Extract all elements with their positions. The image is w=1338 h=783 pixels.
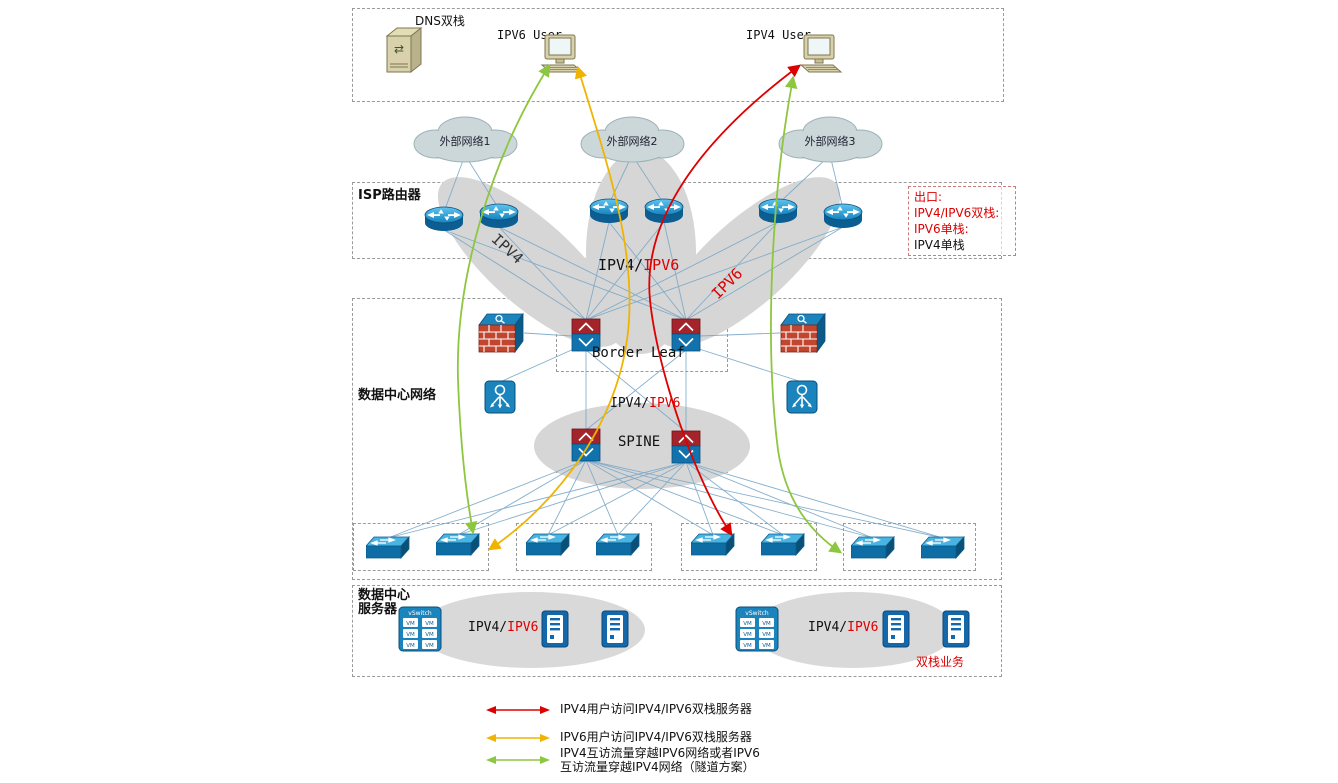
- isp-section-title: ISP路由器: [358, 188, 421, 203]
- server-icon-3: [882, 610, 910, 648]
- blob-label-ipv4-part: IPV4/: [598, 256, 644, 274]
- group1-ipv6-part: IPV6: [507, 620, 539, 635]
- leaf-switch-icon-6: [760, 532, 805, 557]
- ipv6-user-pc-icon: [538, 34, 584, 76]
- cloud-label: 外部网络3: [804, 135, 856, 148]
- spine-switch-icon-1: [571, 428, 601, 462]
- server-icon-2: [601, 610, 629, 648]
- vm-chip: VM: [762, 621, 771, 627]
- dns-server-icon: ⇄: [385, 26, 423, 74]
- group1-ipv4-part: IPV4/: [468, 620, 508, 635]
- leaf-switch-icon-8: [920, 535, 965, 560]
- leaf-switch-icon-2: [435, 532, 480, 557]
- vm-chip: VM: [762, 643, 771, 649]
- group2-ipv6-part: IPV6: [847, 620, 879, 635]
- servers-section-title: 数据中心 服务器: [358, 588, 411, 617]
- exit-legend-line2: IPV4/IPV6双栈:: [914, 206, 1000, 220]
- server-icon-4: [942, 610, 970, 648]
- spine-label: SPINE: [618, 434, 661, 450]
- vm-chip: VM: [406, 632, 415, 638]
- exit-legend-line4: IPV4单栈: [914, 238, 965, 252]
- server-group-1-label: IPV4/IPV6: [468, 620, 538, 635]
- external-network-3: 外部网络3: [771, 112, 889, 166]
- external-network-2: 外部网络2: [573, 112, 691, 166]
- firewall-icon-right: [779, 312, 827, 354]
- exit-legend-box: 出口: IPV4/IPV6双栈: IPV6单栈: IPV4单栈: [908, 186, 1016, 256]
- server-group-2-label: IPV4/IPV6: [808, 620, 878, 635]
- ipv4-user-label: IPV4 User: [746, 28, 812, 42]
- isp-router-icon-3: [589, 198, 629, 224]
- blob-label-ipv6-part: IPV6: [643, 256, 680, 274]
- leaf-switch-icon-1: [365, 535, 410, 560]
- isp-router-icon-2: [479, 203, 519, 229]
- dc-ipv4-part: IPV4/: [610, 396, 650, 411]
- vm-chip: VM: [743, 621, 752, 627]
- servers-section-box: [352, 585, 1002, 677]
- vm-chip: VM: [425, 643, 434, 649]
- isp-router-icon-6: [823, 203, 863, 229]
- legend-item-1: IPV4用户访问IPV4/IPV6双栈服务器: [560, 702, 752, 716]
- vm-chip: VM: [743, 632, 752, 638]
- dc-ipv4-ipv6-label: IPV4/IPV6: [610, 396, 680, 411]
- spine-switch-icon-2: [671, 430, 701, 464]
- legend-arrow-yellow: [486, 732, 550, 744]
- leaf-switch-icon-4: [595, 532, 640, 557]
- external-network-1: 外部网络1: [406, 112, 524, 166]
- leaf-switch-icon-5: [690, 532, 735, 557]
- blob-label-ipv6: IPV6: [708, 264, 747, 303]
- vm-chip: VM: [406, 621, 415, 627]
- vswitch-title: vSwitch: [408, 610, 432, 617]
- blob-label-ipv4-ipv6: IPV4/IPV6: [598, 256, 679, 274]
- cloud-label: 外部网络1: [439, 135, 491, 148]
- server-icon-1: [541, 610, 569, 648]
- leaf-switch-icon-7: [850, 535, 895, 560]
- exit-legend-line1: 出口:: [914, 190, 943, 204]
- isp-router-icon-1: [424, 206, 464, 232]
- border-leaf-label: Border Leaf: [592, 345, 685, 361]
- exit-legend-line3: IPV6单栈:: [914, 222, 969, 236]
- load-balancer-icon-left: [484, 380, 516, 414]
- isp-router-icon-5: [758, 198, 798, 224]
- ipv4-user-pc-icon: [797, 34, 843, 76]
- group2-ipv4-part: IPV4/: [808, 620, 848, 635]
- leaf-switch-icon-3: [525, 532, 570, 557]
- legend-item-2: IPV6用户访问IPV4/IPV6双栈服务器: [560, 730, 752, 744]
- dc-section-title: 数据中心网络: [358, 388, 437, 403]
- vswitch-title: vSwitch: [745, 610, 769, 617]
- vm-chip: VM: [425, 632, 434, 638]
- load-balancer-icon-right: [786, 380, 818, 414]
- cloud-label: 外部网络2: [606, 135, 658, 148]
- dns-label: DNS双栈: [415, 14, 465, 28]
- legend-arrow-red: [486, 704, 550, 716]
- dc-ipv6-part: IPV6: [649, 396, 681, 411]
- vm-chip: VM: [425, 621, 434, 627]
- legend-arrow-green: [486, 754, 550, 766]
- vm-chip: VM: [762, 632, 771, 638]
- isp-router-icon-4: [644, 198, 684, 224]
- vm-chip: VM: [743, 643, 752, 649]
- firewall-icon-left: [477, 312, 525, 354]
- svg-text:⇄: ⇄: [394, 42, 404, 56]
- vm-chip: VM: [406, 643, 415, 649]
- legend-item-3: IPV4互访流量穿越IPV6网络或者IPV6 互访流量穿越IPV4网络（隧道方案…: [560, 746, 760, 774]
- dual-stack-label: 双栈业务: [916, 655, 965, 669]
